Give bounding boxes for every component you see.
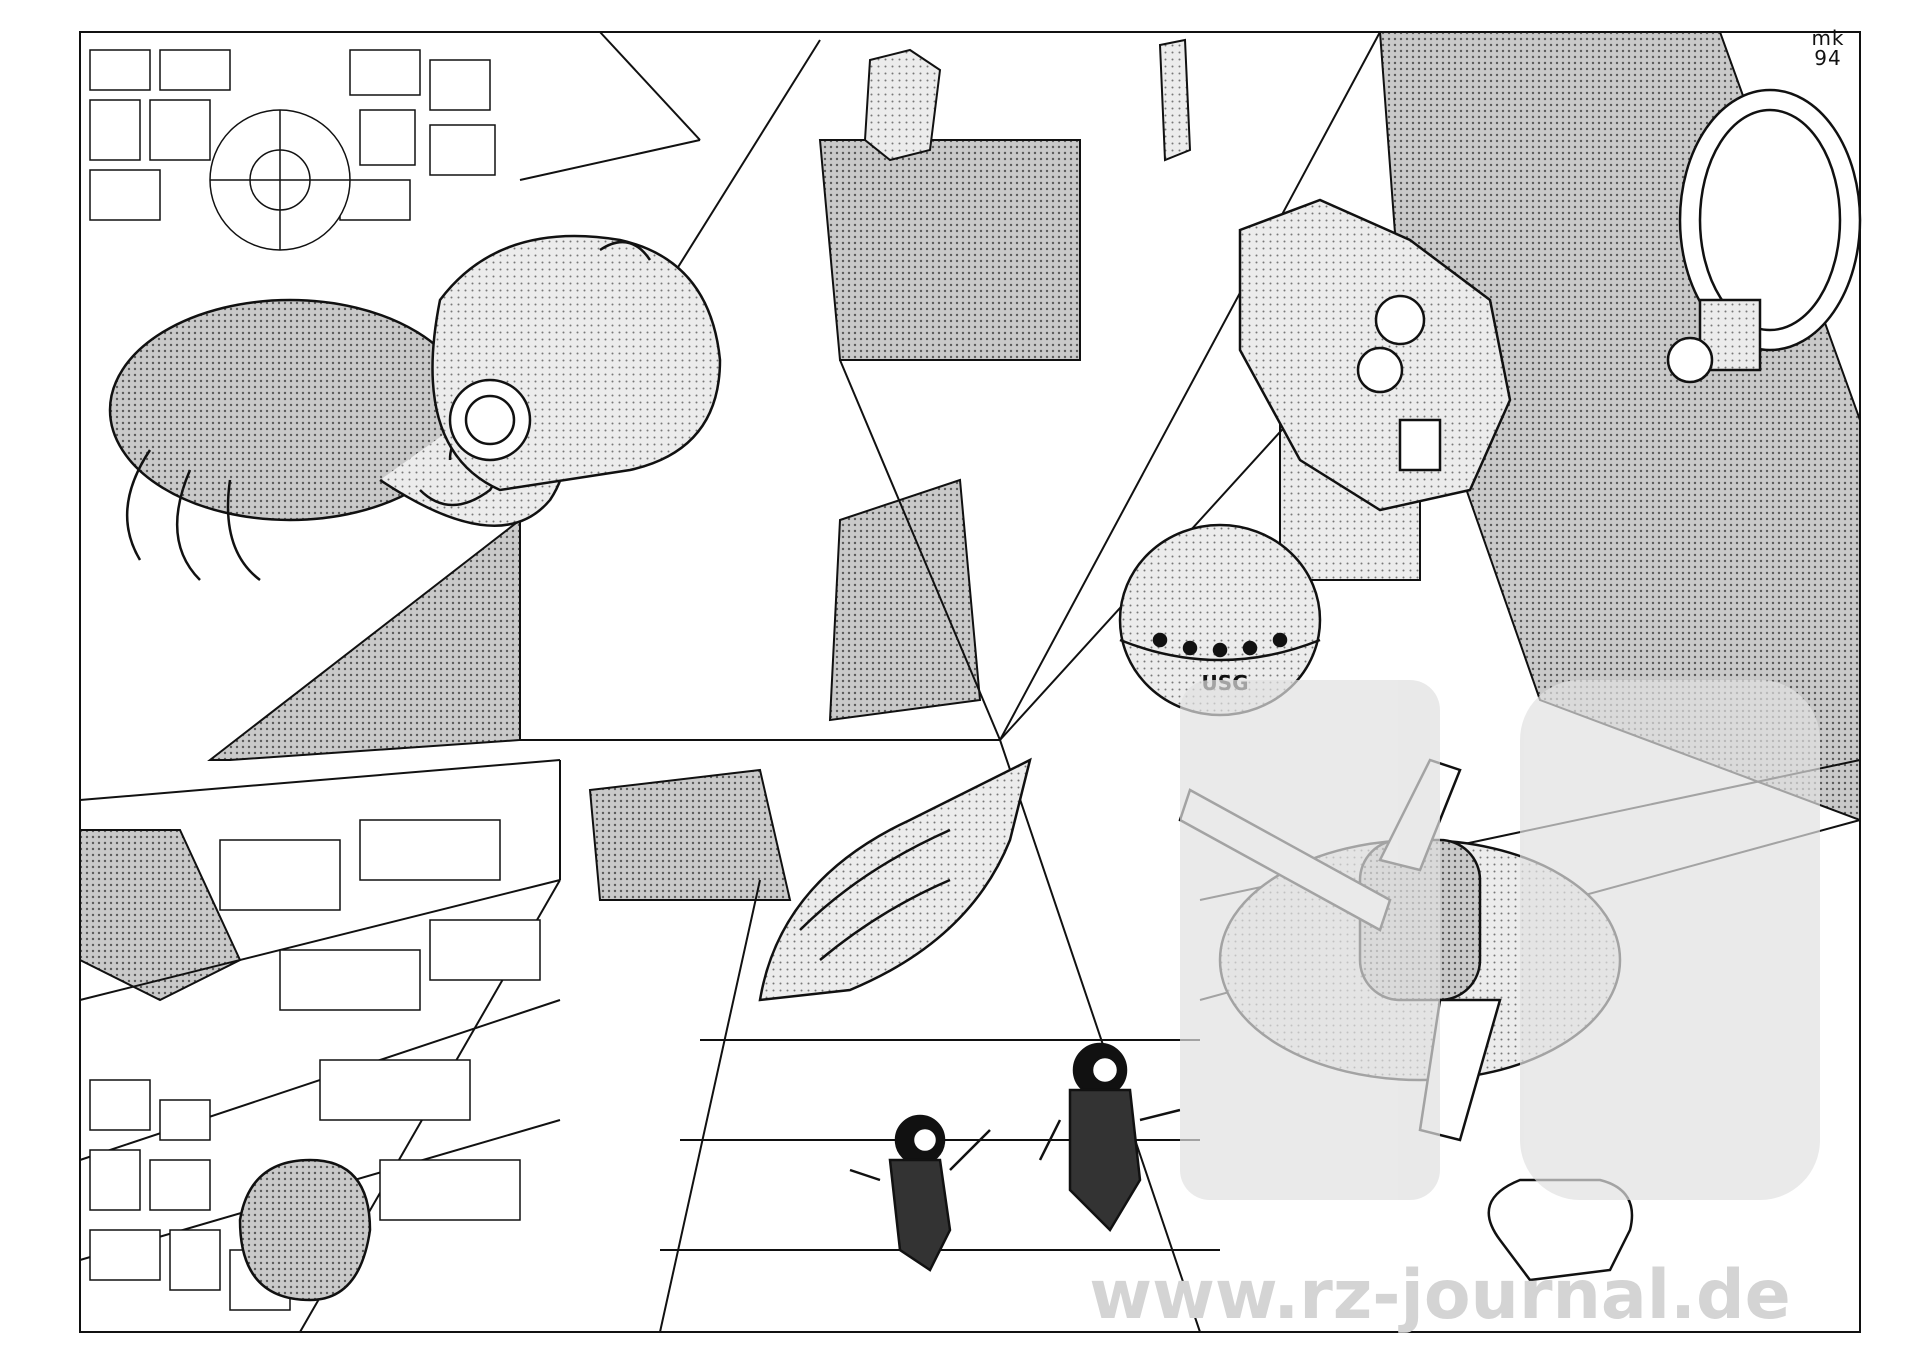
block-mech-ship (1238, 198, 1512, 512)
watermark-text: www.rz-journal.de (1089, 1256, 1790, 1335)
signature-year: 94 (1814, 46, 1842, 70)
capsule-ship (431, 234, 722, 492)
building-rows-left (219, 819, 541, 1221)
signature-initials: mk (1811, 26, 1845, 50)
astronaut-pair (849, 1042, 1181, 1272)
rocket-ship (758, 757, 1032, 1002)
disc-satellite (1666, 88, 1862, 384)
hanging-module (863, 38, 1192, 162)
watermark-logo (1180, 680, 1820, 1200)
city-grid-top-left (89, 49, 496, 251)
astronaut-left (849, 1114, 991, 1272)
artist-signature: mk 94 (1808, 28, 1848, 68)
astronaut-right (1038, 1042, 1181, 1233)
mottled-creature (238, 1158, 372, 1302)
